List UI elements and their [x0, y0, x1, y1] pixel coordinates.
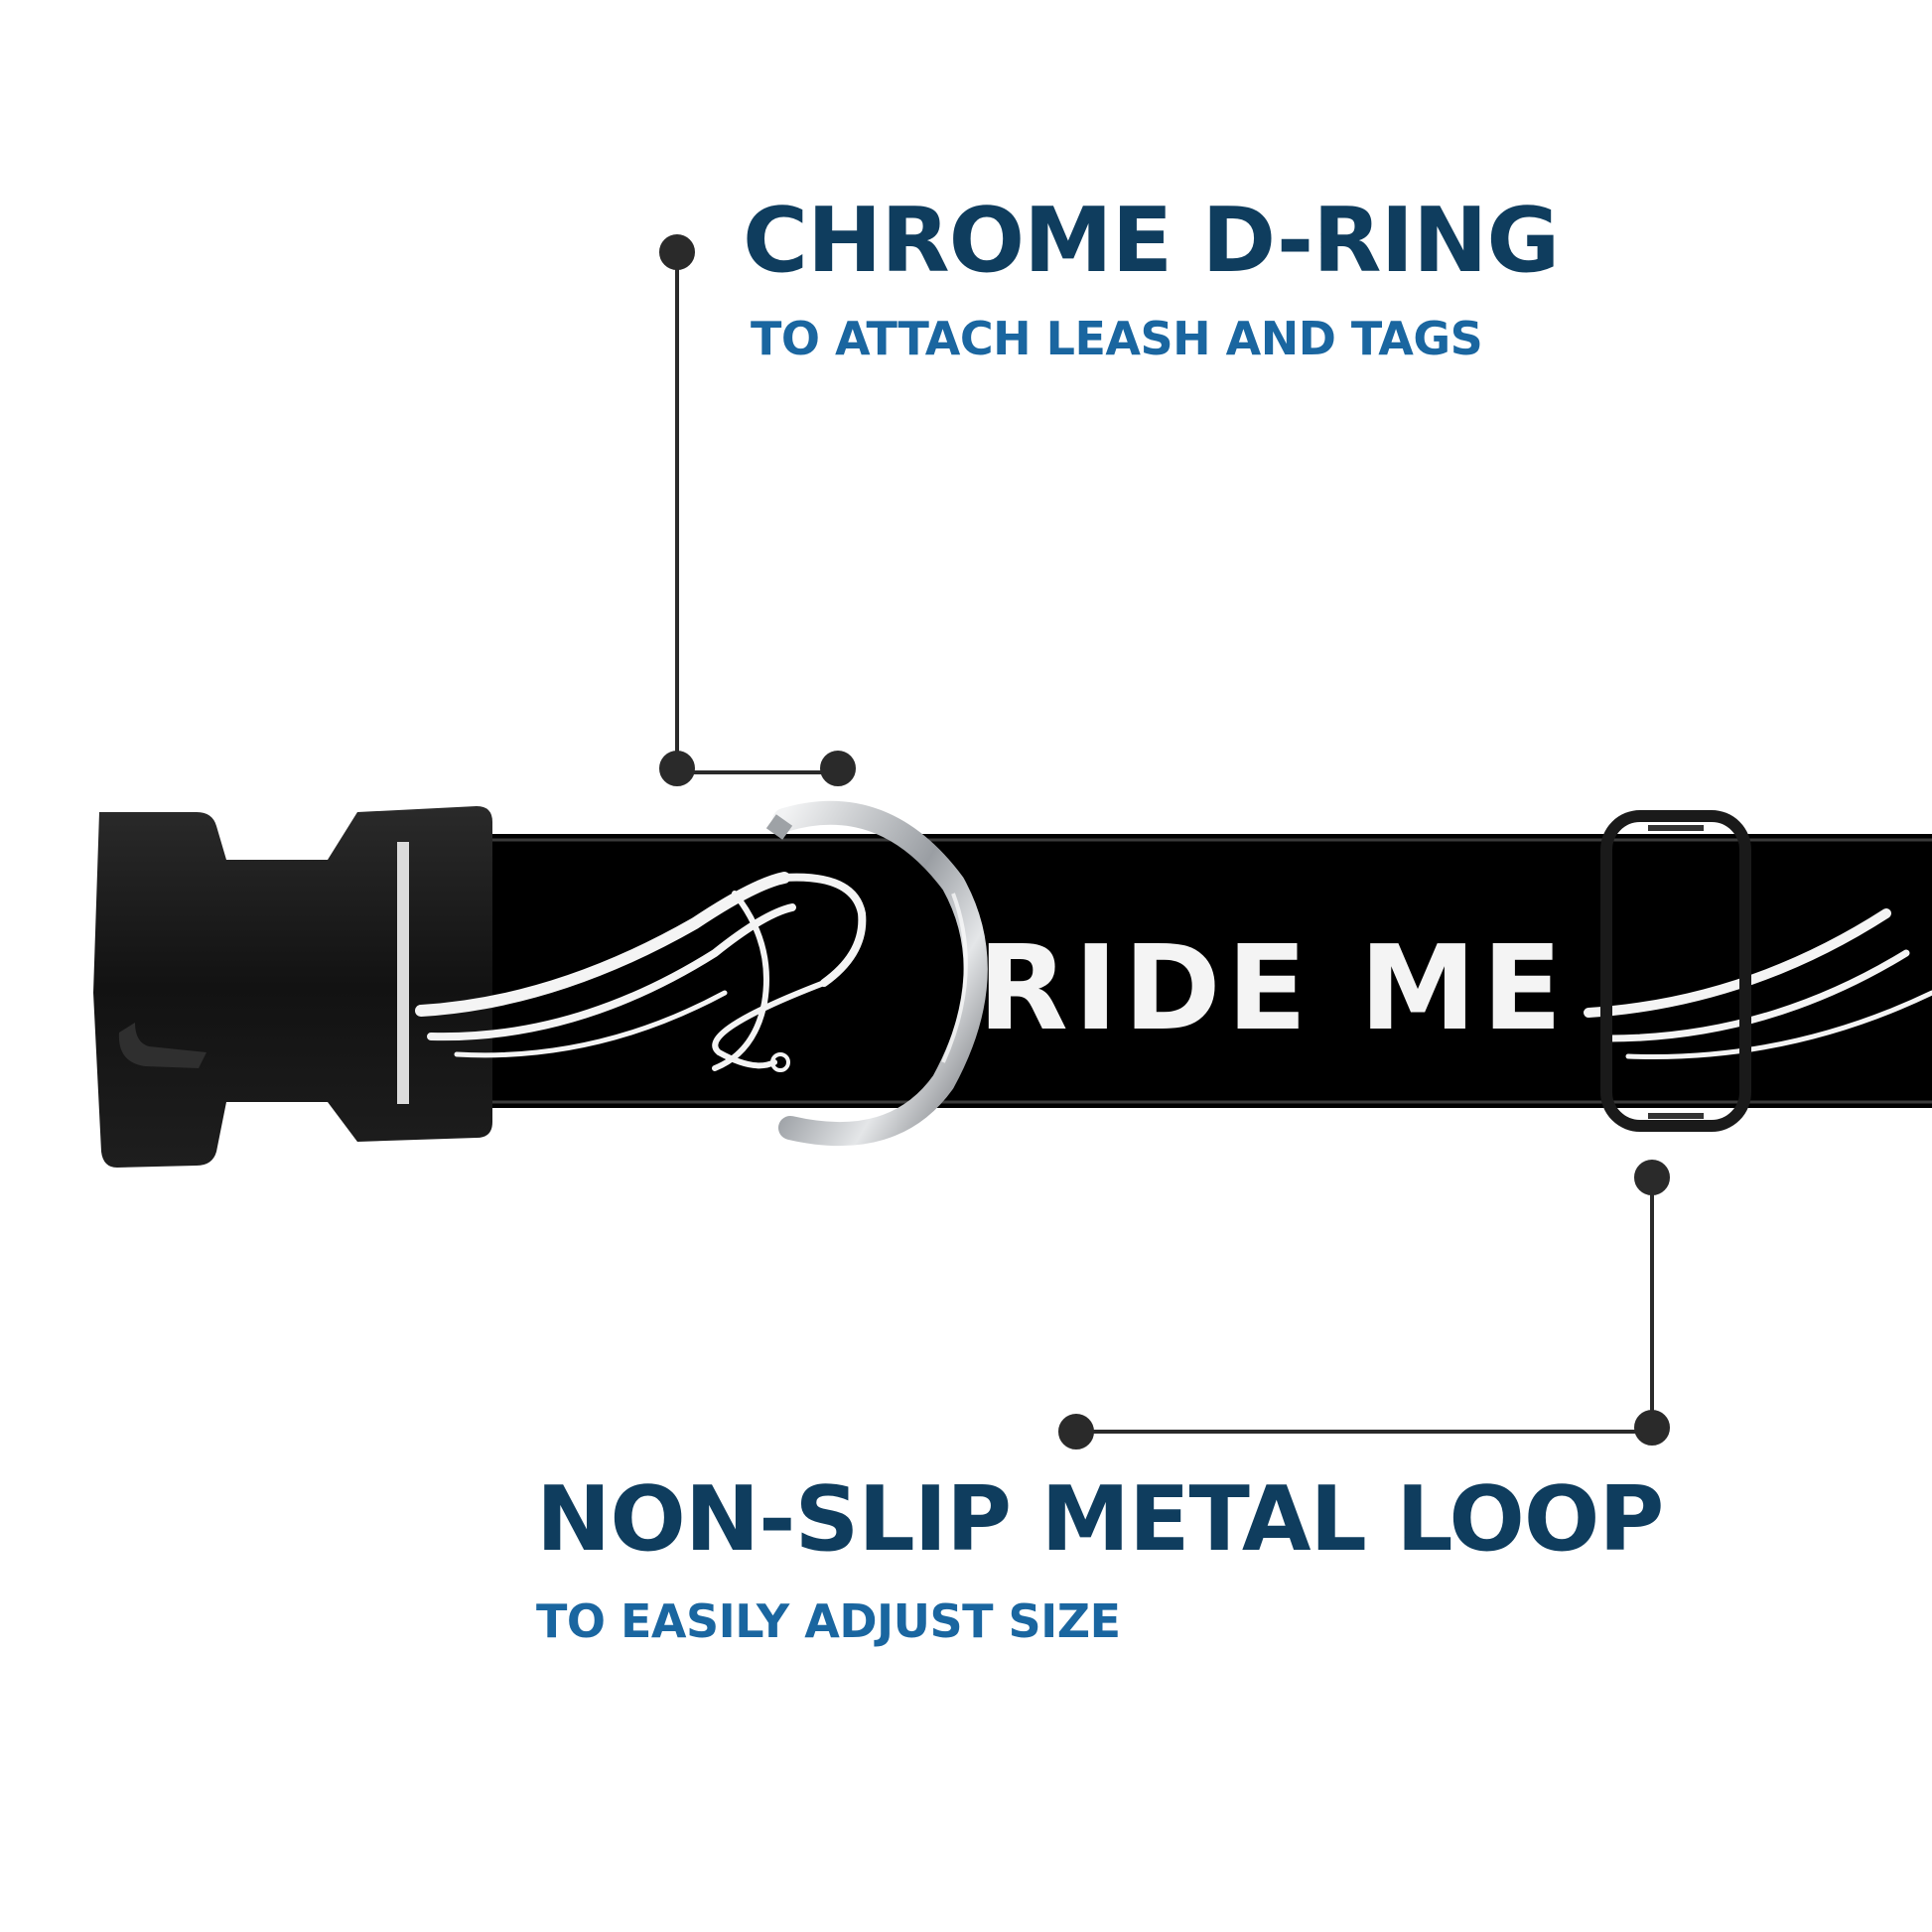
collar-print-text: RIDE ME [978, 919, 1568, 1056]
loop-leader-line [1058, 1160, 1670, 1449]
slide-loop [1600, 810, 1751, 1132]
buckle [93, 806, 492, 1168]
d-ring-leader-line [659, 234, 856, 786]
d-ring [765, 800, 988, 1147]
d-ring-title: CHROME D-RING [743, 189, 1560, 293]
loop-subtitle: TO EASILY ADJUST SIZE [536, 1594, 1121, 1648]
whip-print-graphic [415, 872, 867, 1072]
d-ring-subtitle: TO ATTACH LEASH AND TAGS [751, 312, 1483, 365]
loop-title: NON-SLIP METAL LOOP [536, 1467, 1664, 1572]
collar-strap [417, 834, 1932, 1108]
